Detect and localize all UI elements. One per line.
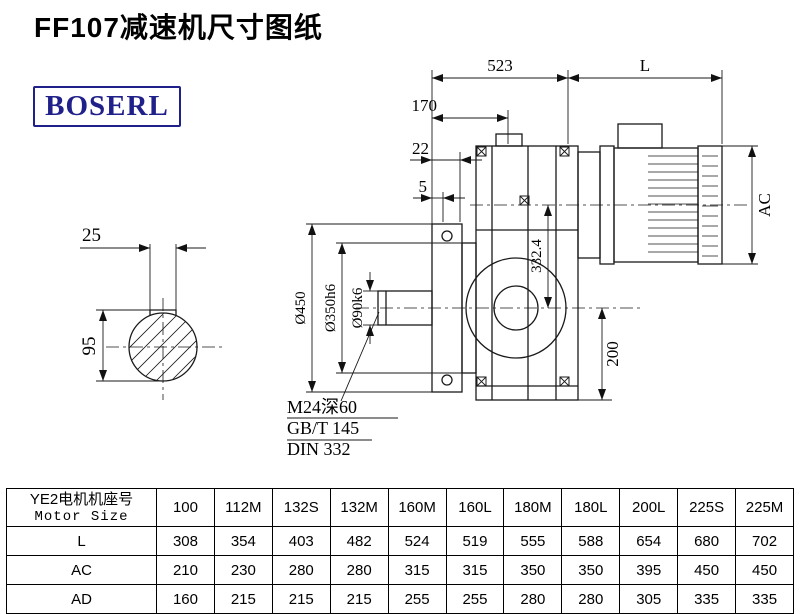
dim-200-label: 200	[603, 341, 622, 367]
row-label: AD	[6, 584, 157, 614]
dim-25-label: 25	[82, 225, 101, 246]
centerlines	[106, 204, 748, 400]
brand-text: BOSERL	[45, 90, 169, 122]
dim-95-label: 95	[79, 337, 100, 356]
gear-housing	[475, 145, 579, 401]
table-cell: 524	[387, 526, 447, 556]
section-hatch	[129, 313, 197, 381]
table-cell: 280	[561, 584, 621, 614]
fan-cover	[697, 145, 723, 265]
table-cell: 450	[677, 555, 737, 585]
row-label: AC	[6, 555, 157, 585]
table-cell: 354	[213, 526, 273, 556]
table-cell: 280	[329, 555, 389, 585]
dimension-lines	[80, 70, 758, 441]
page-title: FF107减速机尺寸图纸	[34, 12, 323, 43]
table-row-AC: AC 210 230 280 280 315 315 350 350 395 4…	[6, 555, 794, 585]
terminal-box	[617, 123, 663, 149]
dim-170-label: 170	[412, 96, 438, 115]
note-thread: M24深60	[287, 397, 357, 417]
dia-350-label: Ø350h6	[323, 283, 339, 332]
dim-5-label: 5	[419, 177, 428, 196]
dia-90-label: Ø90k6	[350, 287, 366, 328]
table-cell: 210	[156, 555, 215, 585]
dim-AC-label: AC	[755, 193, 774, 217]
table-cell: 519	[445, 526, 505, 556]
table-cell: 680	[677, 526, 737, 556]
dimension-table: YE2电机机座号 Motor Size 100 112M 132S 132M 1…	[6, 488, 794, 614]
table-cell: 255	[387, 584, 447, 614]
column-header: 160L	[445, 488, 505, 527]
row-label: L	[6, 526, 157, 556]
dim-L-label: L	[640, 56, 650, 75]
column-header: 200L	[619, 488, 679, 527]
motor-size-label-cn: YE2电机机座号	[29, 490, 134, 508]
table-cell: 215	[271, 584, 331, 614]
motor-size-label-en: Motor Size	[34, 508, 129, 525]
table-cell: 335	[677, 584, 737, 614]
dim-22-label: 22	[412, 139, 429, 158]
column-header: 132M	[329, 488, 389, 527]
table-row-L: L 308 354 403 482 524 519 555 588 654 68…	[6, 526, 794, 556]
column-header: 180M	[503, 488, 563, 527]
table-cell: 160	[156, 584, 215, 614]
table-cell: 308	[156, 526, 215, 556]
bolt-pads	[476, 146, 570, 387]
table-cell: 215	[329, 584, 389, 614]
table-cell: 315	[387, 555, 447, 585]
table-cell: 280	[503, 584, 563, 614]
dim-332-label: 332.4	[529, 239, 545, 273]
table-cell: 255	[445, 584, 505, 614]
column-header: 100	[156, 488, 215, 527]
gear-outline	[465, 257, 567, 359]
column-header: 112M	[213, 488, 273, 527]
gearbox-dimension-drawing: 523 L 170 22 5 AC Ø450 Ø350h6 Ø90k6 332.…	[79, 56, 774, 459]
column-header: 160M	[387, 488, 447, 527]
lifting-lug	[495, 133, 523, 147]
column-header: 132S	[271, 488, 331, 527]
side-view-outline	[377, 123, 723, 401]
table-cell: 335	[735, 584, 794, 614]
dimension-labels: 523 L 170 22 5 AC Ø450 Ø350h6 Ø90k6 332.…	[79, 56, 774, 459]
dim-523-label: 523	[487, 56, 513, 75]
column-header: 225M	[735, 488, 794, 527]
note-din-standard: DIN 332	[287, 439, 351, 459]
brand-logo: BOSERL	[33, 86, 181, 127]
table-cell: 230	[213, 555, 273, 585]
table-cell: 403	[271, 526, 331, 556]
table-row-AD: AD 160 215 215 215 255 255 280 280 305 3…	[6, 584, 794, 614]
table-cell: 280	[271, 555, 331, 585]
table-cell: 654	[619, 526, 679, 556]
table-cell: 450	[735, 555, 794, 585]
motor-size-header: YE2电机机座号 Motor Size	[6, 488, 157, 527]
table-cell: 350	[561, 555, 621, 585]
table-header-row: YE2电机机座号 Motor Size 100 112M 132S 132M 1…	[6, 488, 794, 527]
dia-450-label: Ø450	[293, 291, 309, 324]
table-cell: 215	[213, 584, 273, 614]
table-cell: 305	[619, 584, 679, 614]
table-cell: 315	[445, 555, 505, 585]
table-cell: 702	[735, 526, 794, 556]
motor-cooling-fins	[648, 155, 718, 257]
table-cell: 482	[329, 526, 389, 556]
flange-bolt-hole	[441, 230, 453, 242]
column-header: 180L	[561, 488, 621, 527]
note-gb-standard: GB/T 145	[287, 418, 359, 438]
column-header: 225S	[677, 488, 737, 527]
table-cell: 350	[503, 555, 563, 585]
flange-bolt-hole	[441, 374, 453, 386]
table-cell: 395	[619, 555, 679, 585]
table-cell: 588	[561, 526, 621, 556]
table-cell: 555	[503, 526, 563, 556]
